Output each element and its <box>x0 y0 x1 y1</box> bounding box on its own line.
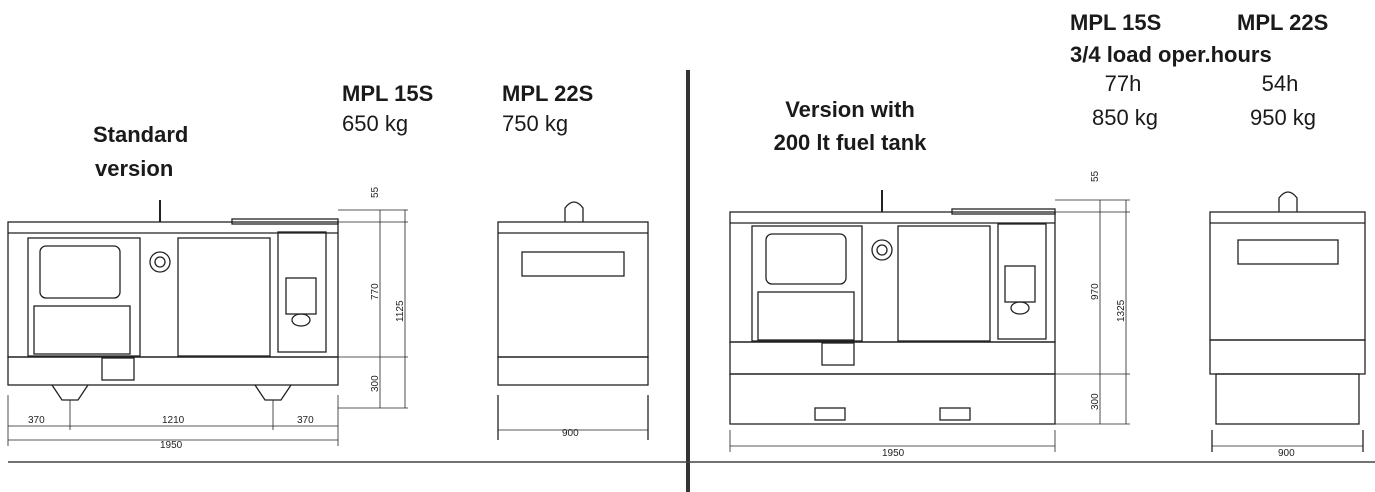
tank-front-dimensions <box>729 199 1130 452</box>
dim-std-mid: 1210 <box>162 415 185 426</box>
dim-tank-total: 1325 <box>1116 299 1127 322</box>
dim-std-upper: 770 <box>370 283 381 300</box>
tank-title-line1: Version with <box>785 97 915 122</box>
tank-model-2-name: MPL 22S <box>1237 10 1329 35</box>
standard-front-dimensions <box>7 209 408 446</box>
dim-std-side-width: 900 <box>562 428 579 439</box>
dim-tank-base: 300 <box>1090 393 1101 410</box>
dim-std-length: 1950 <box>160 440 183 451</box>
standard-side-view <box>497 201 649 440</box>
standard-model-1-weight: 650 kg <box>342 111 409 136</box>
dim-std-left: 370 <box>28 415 45 426</box>
dim-tank-top: 55 <box>1090 170 1101 182</box>
dim-std-right: 370 <box>297 415 314 426</box>
tank-title-line2: 200 lt fuel tank <box>773 130 927 155</box>
dim-std-base: 300 <box>370 375 381 392</box>
tank-model-2-hours: 54h <box>1261 71 1299 96</box>
tank-front-view <box>729 190 1056 425</box>
dim-std-total: 1125 <box>395 300 406 322</box>
tank-model-1-hours: 77h <box>1104 71 1142 96</box>
tank-model-1-weight: 850 kg <box>1091 105 1159 130</box>
dim-tank-side-width: 900 <box>1278 448 1295 459</box>
dim-tank-upper: 970 <box>1090 283 1101 300</box>
tank-hours-label: 3/4 load oper.hours <box>1070 42 1272 67</box>
standard-title-line1: Standard <box>93 122 189 147</box>
standard-model-2-weight: 750 kg <box>502 111 569 136</box>
tank-side-view <box>1209 191 1366 452</box>
tank-model-2-weight: 950 kg <box>1249 105 1317 130</box>
tank-model-1-name: MPL 15S <box>1070 10 1162 35</box>
standard-model-2-name: MPL 22S <box>502 81 594 106</box>
dim-tank-length: 1950 <box>882 448 905 459</box>
standard-front-view <box>7 200 339 401</box>
dim-std-top: 55 <box>370 186 381 198</box>
standard-title-line2: version <box>95 156 174 181</box>
standard-model-1-name: MPL 15S <box>342 81 434 106</box>
